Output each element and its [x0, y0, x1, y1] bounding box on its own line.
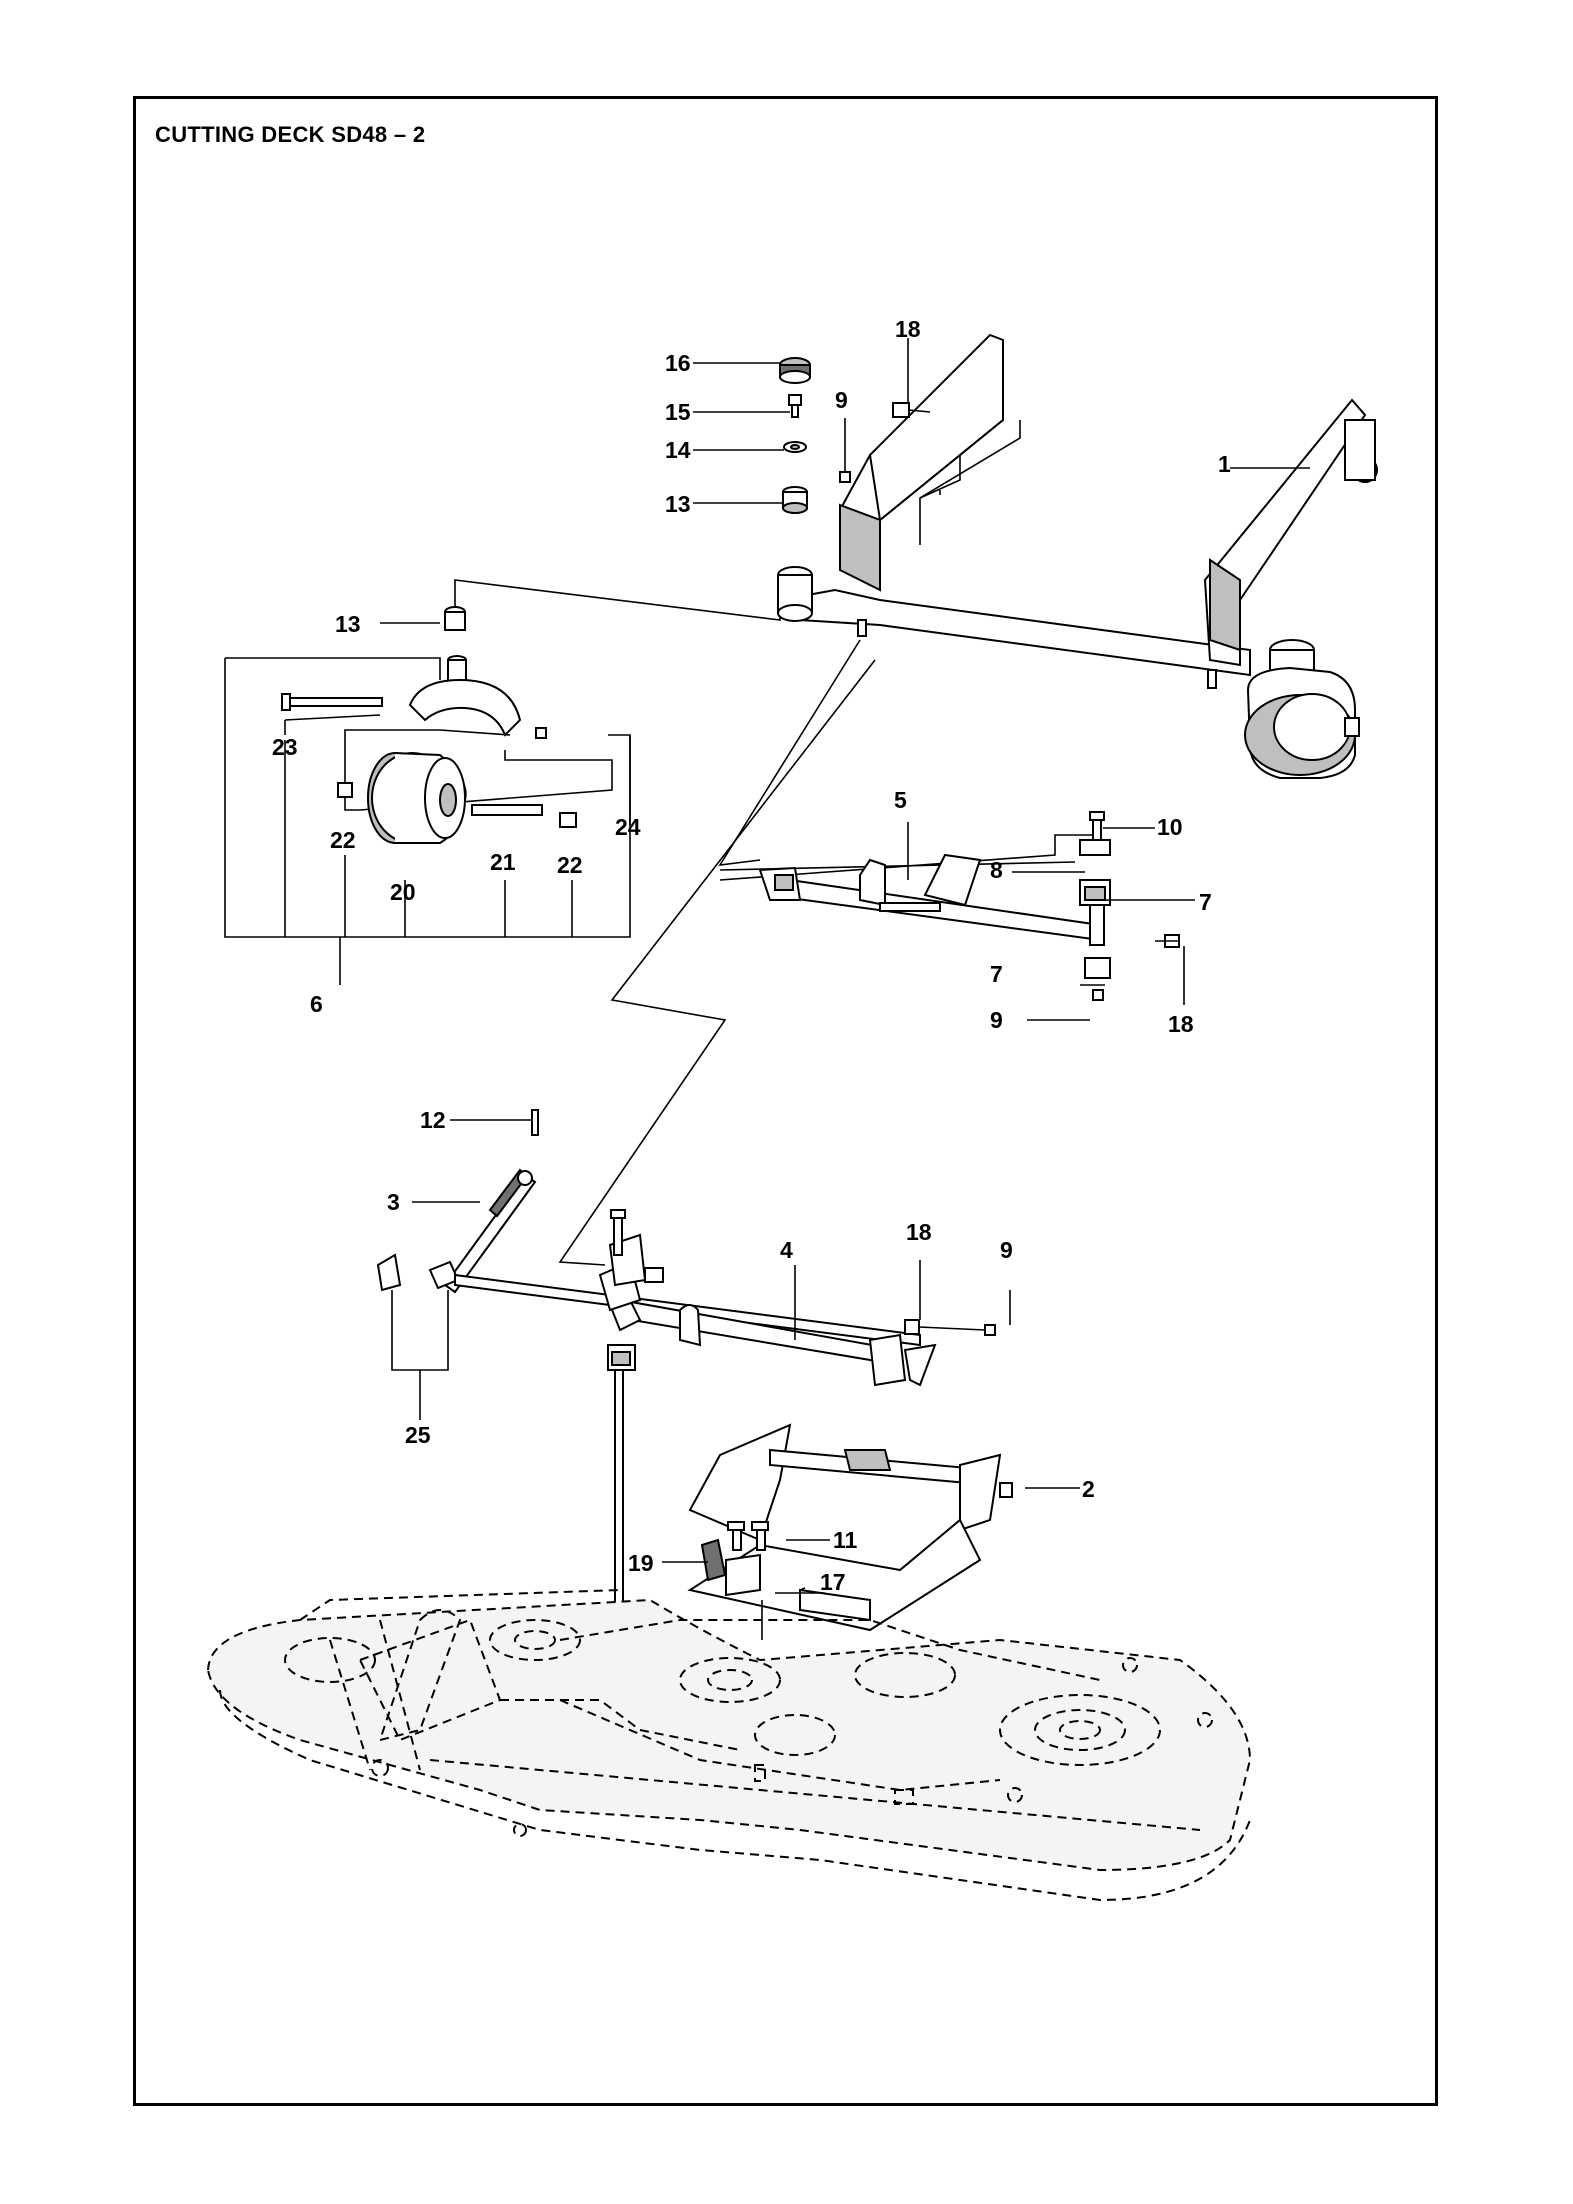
- callout-10: 10: [1157, 814, 1183, 840]
- callout-16: 16: [665, 350, 691, 376]
- callout-14: 14: [665, 437, 691, 463]
- part-9-nut-top: [839, 471, 851, 483]
- drawing-frame: [133, 96, 1438, 2106]
- callout-3: 3: [387, 1189, 400, 1215]
- part-5-axle: [719, 811, 1180, 1001]
- assembly-guide-lines: [454, 420, 1076, 1266]
- callout-18c: 18: [906, 1219, 932, 1245]
- callout-25: 25: [405, 1422, 431, 1448]
- callout-15: 15: [665, 399, 691, 425]
- callout-22a: 22: [330, 827, 356, 853]
- callout-7a: 7: [1199, 889, 1212, 915]
- part-4-front-axle: [454, 1209, 996, 1387]
- callout-24: 24: [615, 814, 641, 840]
- part-1-caster-frame: [777, 333, 1378, 779]
- callout-20: 20: [390, 879, 416, 905]
- callout-18a: 18: [895, 316, 921, 342]
- leader-lines: [284, 338, 1310, 1640]
- part-18-bolt-top: [892, 402, 931, 418]
- caster-wheel-assembly: [224, 606, 631, 938]
- part-13-bushing-top: [782, 486, 808, 514]
- part-3-lift-link: [376, 1109, 539, 1294]
- callout-18b: 18: [1168, 1011, 1194, 1037]
- callout-4: 4: [780, 1237, 793, 1263]
- callout-5: 5: [894, 787, 907, 813]
- callouts: 1 2 3 4 5 6 7 7 8 9 9 9 10 11 12 13 13 1…: [272, 316, 1231, 1595]
- callout-9a: 9: [835, 387, 848, 413]
- part-14-washer: [783, 441, 807, 453]
- callout-6: 6: [310, 991, 323, 1017]
- callout-23: 23: [272, 734, 298, 760]
- callout-1: 1: [1218, 451, 1231, 477]
- callout-22b: 22: [557, 852, 583, 878]
- callout-7b: 7: [990, 961, 1003, 987]
- callout-12: 12: [420, 1107, 446, 1133]
- callout-13a: 13: [665, 491, 691, 517]
- cutting-deck: [206, 1589, 1252, 1902]
- callout-17: 17: [820, 1569, 846, 1595]
- callout-2: 2: [1082, 1476, 1095, 1502]
- callout-9b: 9: [990, 1007, 1003, 1033]
- callout-8: 8: [990, 857, 1003, 883]
- part-15-bolt: [788, 394, 802, 418]
- part-16-cap: [779, 357, 811, 384]
- callout-9c: 9: [1000, 1237, 1013, 1263]
- callout-19: 19: [628, 1550, 654, 1576]
- callout-21: 21: [490, 849, 516, 875]
- page-title: CUTTING DECK SD48 – 2: [155, 122, 426, 147]
- callout-13b: 13: [335, 611, 361, 637]
- callout-11: 11: [833, 1527, 858, 1553]
